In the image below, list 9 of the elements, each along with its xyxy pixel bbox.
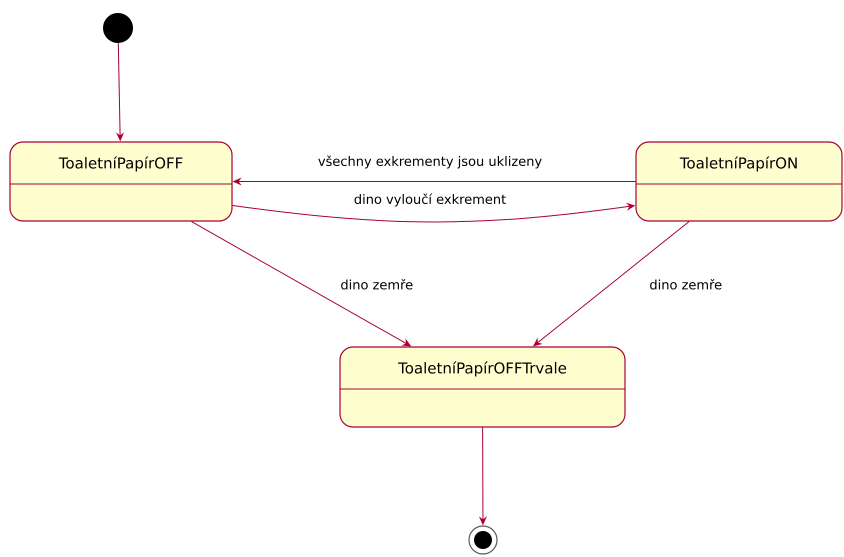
start-circle [103,13,133,43]
edge-label: dino zemře [339,278,414,291]
state-box: ToaletníPapírON [635,141,843,222]
state-box: ToaletníPapírOFF [9,141,233,222]
edge-label: dino zemře [648,278,724,291]
edge-label: všechny exkrementy jsou uklizeny [316,154,544,170]
state-box: ToaletníPapírOFFTrvale [339,346,626,428]
end-circle [468,525,498,555]
edge-label: dino vyloučí exkrement [352,192,508,208]
